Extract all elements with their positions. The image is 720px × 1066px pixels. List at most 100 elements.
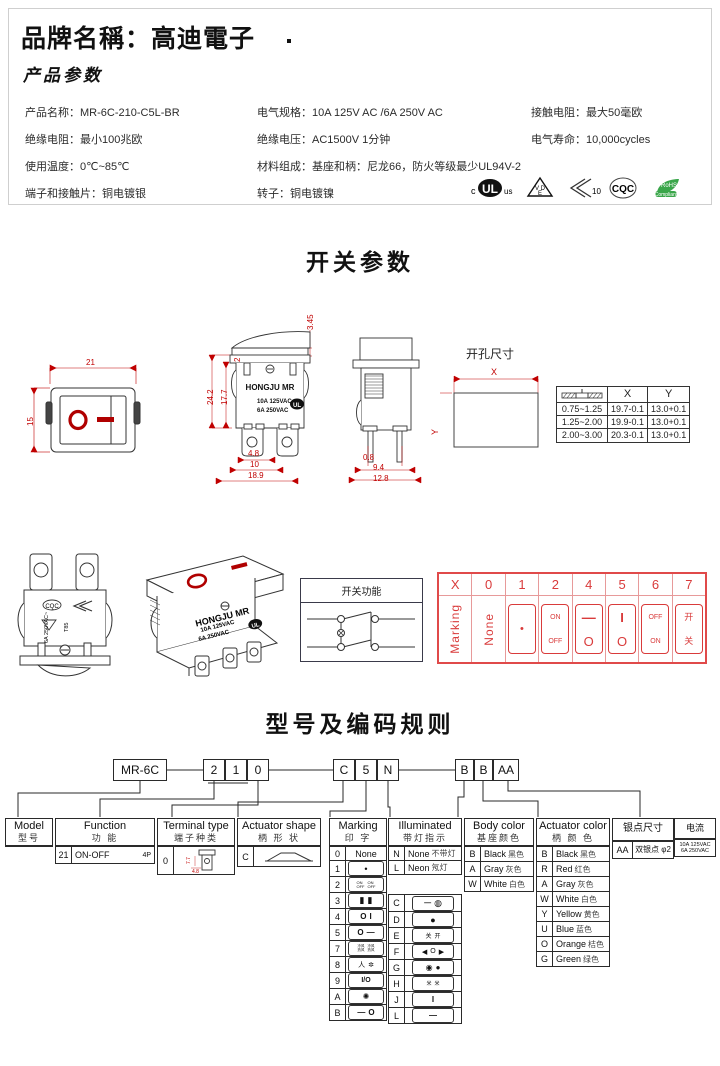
rear-view-illustration: CQC T85 6A 250VAC~ [8,548,128,683]
marking-code: 2 [539,574,572,596]
legend-value: Neon 氖灯 [408,862,448,873]
legend-key: U [537,922,553,937]
legend-row: D ● [389,911,461,927]
thickness-range: 2.00~3.00 [556,428,608,443]
legend-value: 冷风热风冷风热风 [346,941,386,957]
legend-key: 0 [158,847,174,875]
legend-title-cn: 端子种类 [173,832,218,843]
brand-title: 品牌名稱：高迪電子 [21,25,256,53]
cutout-drawing: X [440,365,550,460]
svg-text:6A 250VAC~: 6A 250VAC~ [44,612,50,643]
code-box-terminal: 1 [225,759,247,781]
legend-row: G ◉● [389,959,461,975]
legend-header: Actuator shape 柄 形 状 [238,819,320,847]
svg-text:X: X [491,367,497,377]
legend-title-en: Illuminated [398,820,452,832]
legend-title-cn: 带灯指示 [402,832,447,843]
legend-key: C [389,895,405,911]
legend-key: 4 [330,909,346,925]
legend-key: 21 [56,847,72,864]
legend-row: J I [389,991,461,1007]
legend-title-cn: 功 能 [91,832,119,843]
marking-col-2: 2 ON OFF [539,574,573,662]
thickness-range: 1.25~2.00 [556,414,608,430]
dash-icon: — [412,1008,454,1023]
arrows-circle-icon: ◀O▶ [412,944,454,959]
off-on-symbol-icon: OFF ON [641,604,670,654]
legend-row: N None 不带灯 [389,846,461,861]
terminal-icon: 4.8 7.7 [174,847,235,875]
svg-text:6A 250VAC: 6A 250VAC [257,408,289,414]
code-box-actuator-shape: C [333,759,355,781]
x-value: 19.7-0.1 [606,401,649,416]
cn-pair-icon: 米米 [412,976,454,991]
marking-code: 6 [639,574,672,596]
legend-key: AA [613,841,633,858]
gear-sun-marking-icon: ✺ [348,989,384,1005]
marking-code: X [439,574,472,596]
legend-title-en: Marking [338,820,378,832]
marking-symbol: — O [573,596,605,662]
code-box-silver-point: AA [493,759,519,781]
legend-illuminated: Illuminated 带灯指示 N None 不带灯 L Neon 氖灯 [388,818,462,876]
dim-24-2: 24.2 [206,389,215,405]
spec-material: 材料组成：基座和柄：尼龙66，防火等级最少UL94V-2 [257,161,522,173]
io-marking-icon: I/O [348,973,384,989]
legend-row: AA 双银点 φ2 [613,840,673,858]
legend-terminal-type: Terminal type 端子种类 0 4.8 7.7 [157,818,235,876]
legend-value: ● [405,912,461,927]
spec-rotor: 转子：铜电镀镍 [257,188,334,200]
current-rating-1: 10A 125VAC [679,842,711,849]
legend-title-en: Body color [473,820,525,832]
legend-row: 7 冷风热风冷风热风 [330,940,386,957]
legend-key: F [389,944,405,959]
legend-actuator-shape: Actuator shape 柄 形 状 C [237,818,321,868]
legend-key: 1 [330,861,346,877]
legend-header: Illuminated 带灯指示 [389,819,461,847]
svg-text:7.7: 7.7 [186,857,192,864]
code-box-model: MR-6C [113,759,167,781]
legend-header: Body color 基座颜色 [465,819,533,847]
marking-col-x: X Marking [439,574,473,662]
legend-value: — [405,1008,461,1023]
spec-contact-resistance: 接触电阻：最大50毫欧 [531,107,643,119]
legend-row: 10A 125VAC 6A 250VAC [675,839,715,856]
legend-header: 银点尺寸 [613,819,673,841]
spec-operating-temperature: 使用温度：0℃~85℃ [25,161,130,173]
switch-function-diagram: 开关功能 [300,578,423,662]
pole-count: 4P [142,851,151,859]
code-box-terminal-type: 0 [247,759,269,781]
legend-title-cn: 柄 颜 色 [551,832,594,843]
spec-electrical-life: 电气寿命：10,000cycles [531,134,651,146]
legend-header: 电流 [675,819,715,840]
side-view-drawing: 0.8 9.4 12.8 [335,330,440,490]
thickness-range: 0.75~1.25 [556,401,608,416]
cqc-icon: CQC [608,175,638,201]
dim-12-8: 12.8 [373,474,389,483]
legend-key: R [537,862,553,877]
legend-silver-point-size: 银点尺寸 AA 双银点 φ2 [612,818,674,859]
dim-10: 10 [250,460,259,469]
marking-col-5: 5 I O [605,574,640,662]
legend-value: I [405,992,461,1007]
marking-col-1: 1 • [505,574,540,662]
legend-row: 21 ON-OFF 4P [56,846,154,864]
legend-key: 5 [330,925,346,941]
legend-row: F ◀O▶ [389,943,461,959]
legend-value: • [346,861,386,877]
